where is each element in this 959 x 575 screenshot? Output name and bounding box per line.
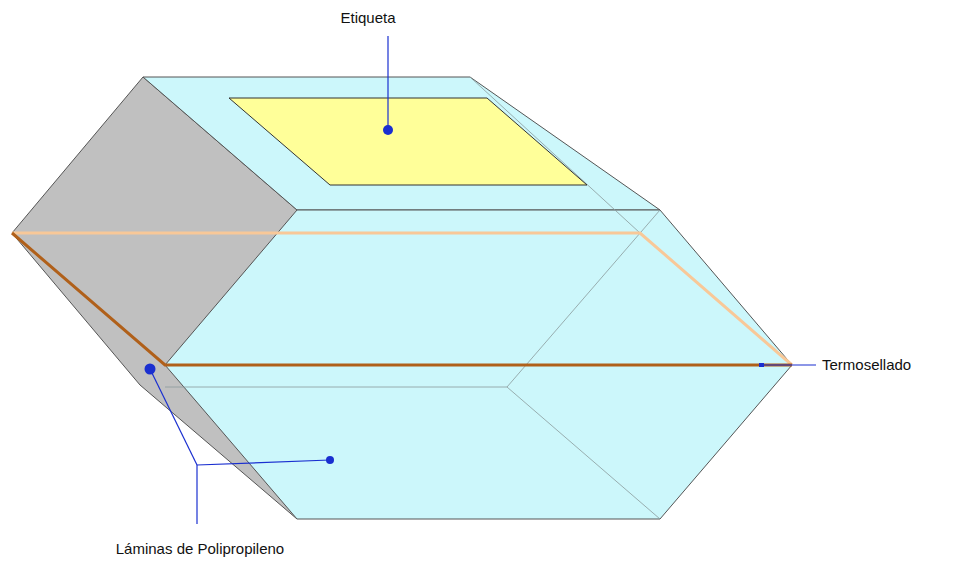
seal-caption: Termosellado xyxy=(822,356,911,374)
leader-lines xyxy=(150,36,816,524)
front-lower-face xyxy=(165,365,792,519)
seal-line-back xyxy=(12,233,792,365)
leader-dots xyxy=(145,125,765,464)
seal-line-front xyxy=(12,233,792,365)
label-caption: Etiqueta xyxy=(340,9,395,27)
top-face xyxy=(143,77,660,210)
label-patch xyxy=(229,98,587,185)
material-caption: Láminas de Polipropileno xyxy=(116,540,284,558)
hidden-edges xyxy=(165,77,660,519)
